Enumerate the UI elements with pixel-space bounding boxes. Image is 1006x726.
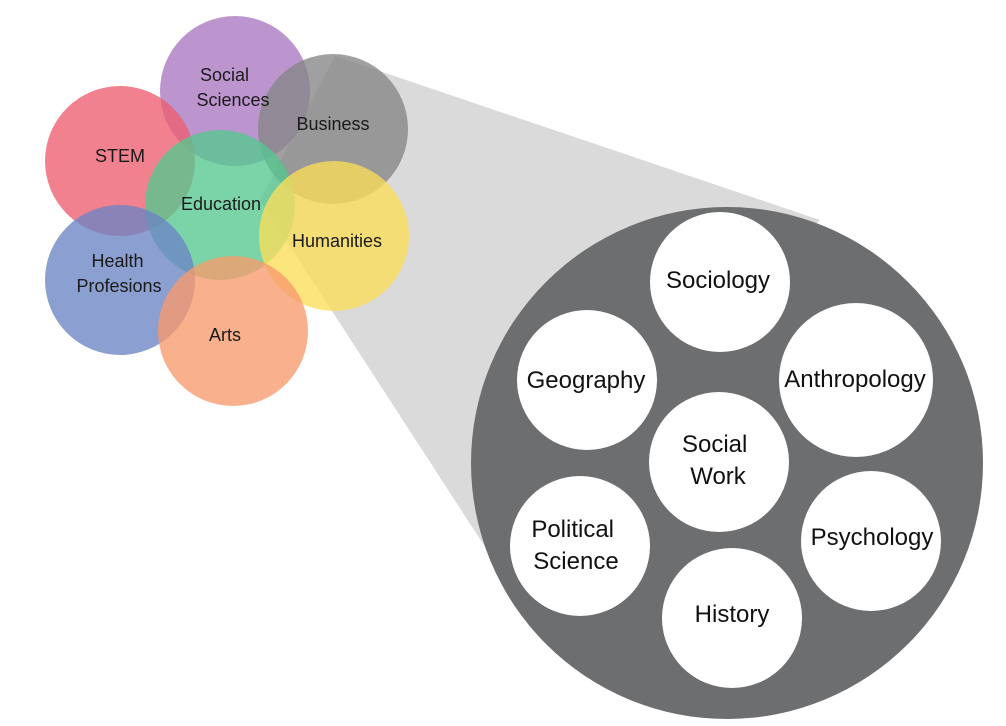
geography-label: Geography (527, 367, 646, 394)
psychology-label: Psychology (811, 524, 934, 551)
political-science-circle[interactable] (510, 476, 650, 616)
sociology-circle[interactable] (650, 212, 790, 352)
psychology-circle[interactable] (801, 471, 941, 611)
subfield-labels: Sociology Geography Anthropology Social … (527, 267, 934, 628)
humanities-circle[interactable] (259, 161, 409, 311)
political-science-label-line-1: Political (531, 516, 614, 543)
education-label: Education (181, 194, 261, 214)
cluster-labels: Social Sciences STEM Business Education … (76, 65, 382, 345)
business-circle[interactable] (258, 54, 408, 204)
health-profesions-circle[interactable] (45, 205, 195, 355)
arts-label: Arts (209, 325, 241, 345)
health-profesions-label-line-2: Profesions (76, 276, 161, 296)
social-work-label-line-2: Work (690, 463, 747, 490)
anthropology-circle[interactable] (779, 303, 933, 457)
clusters-group (45, 16, 409, 406)
sociology-label: Sociology (666, 267, 770, 294)
stem-label: STEM (95, 146, 145, 166)
history-circle[interactable] (662, 548, 802, 688)
social-work-label-line-1: Social (682, 431, 747, 458)
social-work-label: Social Work (682, 431, 754, 490)
arts-circle[interactable] (158, 256, 308, 406)
health-profesions-label-line-1: Health (91, 251, 143, 271)
history-label: History (695, 601, 770, 628)
geography-circle[interactable] (517, 310, 657, 450)
health-profesions-label: Health Profesions (76, 251, 161, 296)
social-sciences-label-line-2: Sciences (196, 90, 269, 110)
social-sciences-label-line-1: Social (200, 65, 249, 85)
social-sciences-label: Social Sciences (196, 65, 269, 110)
social-work-circle[interactable] (649, 392, 789, 532)
anthropology-label: Anthropology (784, 366, 925, 393)
humanities-label: Humanities (292, 231, 382, 251)
political-science-label: Political Science (531, 516, 620, 575)
political-science-label-line-2: Science (533, 548, 618, 575)
business-label: Business (296, 114, 369, 134)
subfield-circles (510, 212, 941, 688)
